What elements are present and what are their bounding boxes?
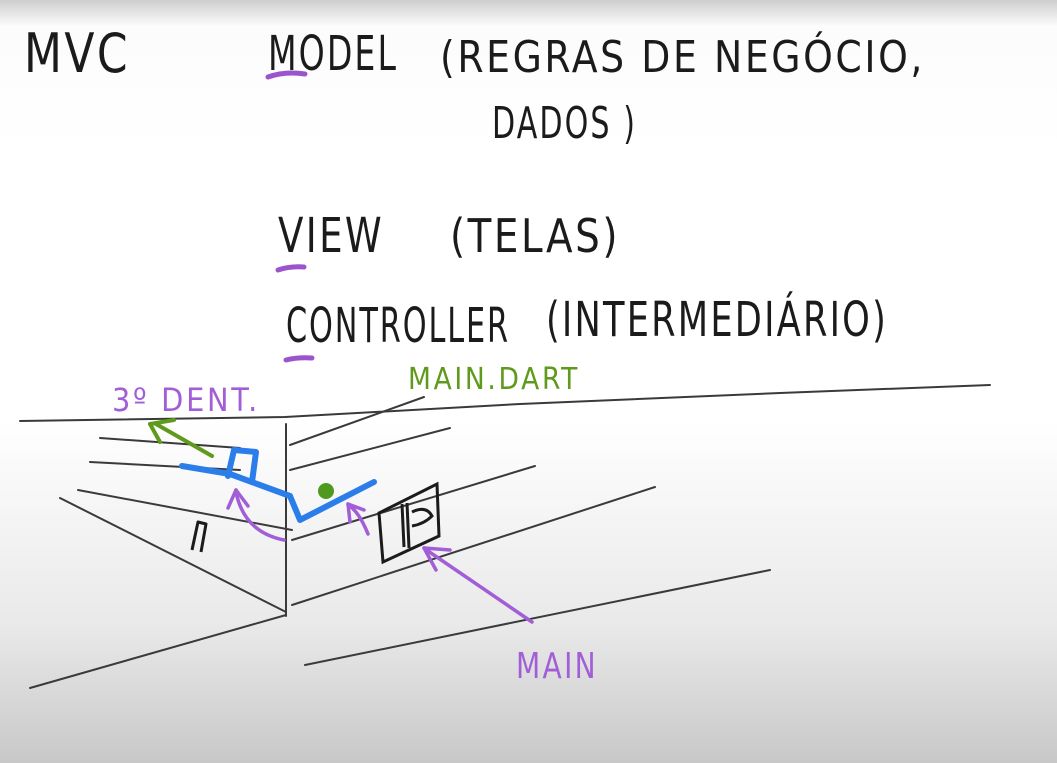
main-dart-label: MAIN.DART bbox=[408, 362, 580, 397]
controller-label: CONTROLLER bbox=[286, 298, 510, 354]
model-description-line1: (REGRAS DE NEGÓCIO, bbox=[440, 30, 925, 83]
perspective-lines bbox=[19, 384, 991, 689]
arrow-to-right-platform bbox=[348, 504, 370, 536]
right-floor-line-3 bbox=[291, 465, 536, 541]
mvc-heading: MVC bbox=[24, 22, 130, 85]
left-floor-line-5 bbox=[29, 614, 287, 689]
arrow-to-main-building bbox=[426, 549, 534, 624]
model-description-line2: DADOS ) bbox=[492, 98, 637, 149]
view-label: VIEW bbox=[278, 208, 384, 264]
purple-arrows bbox=[226, 488, 534, 624]
right-floor-line-4 bbox=[291, 486, 656, 606]
main-label: MAIN bbox=[516, 646, 598, 687]
right-blue-platform bbox=[287, 479, 377, 523]
right-floor-line-2 bbox=[289, 427, 451, 471]
right-floor-line-1 bbox=[289, 396, 425, 446]
view-underline bbox=[275, 264, 307, 273]
left-floor-line-1 bbox=[99, 437, 241, 449]
right-floor-line-5 bbox=[304, 569, 771, 666]
view-description: (TELAS) bbox=[450, 209, 620, 263]
third-party-label: 3º DENT. bbox=[112, 381, 260, 419]
green-arrow bbox=[148, 418, 214, 458]
horizon-line bbox=[19, 384, 991, 422]
arrow-to-left-box bbox=[234, 490, 286, 542]
left-floor-line-2 bbox=[89, 461, 241, 471]
blue-structures bbox=[179, 447, 377, 523]
model-underline bbox=[265, 70, 308, 80]
controller-underline bbox=[283, 355, 315, 363]
small-door-sketch bbox=[190, 520, 208, 553]
left-floor-line-4 bbox=[59, 497, 287, 613]
green-dot bbox=[318, 483, 334, 499]
controller-description: (INTERMEDIÁRIO) bbox=[546, 291, 888, 348]
left-floor-line-3 bbox=[77, 489, 293, 531]
left-blue-box bbox=[225, 447, 259, 485]
main-building-sketch bbox=[377, 481, 441, 565]
